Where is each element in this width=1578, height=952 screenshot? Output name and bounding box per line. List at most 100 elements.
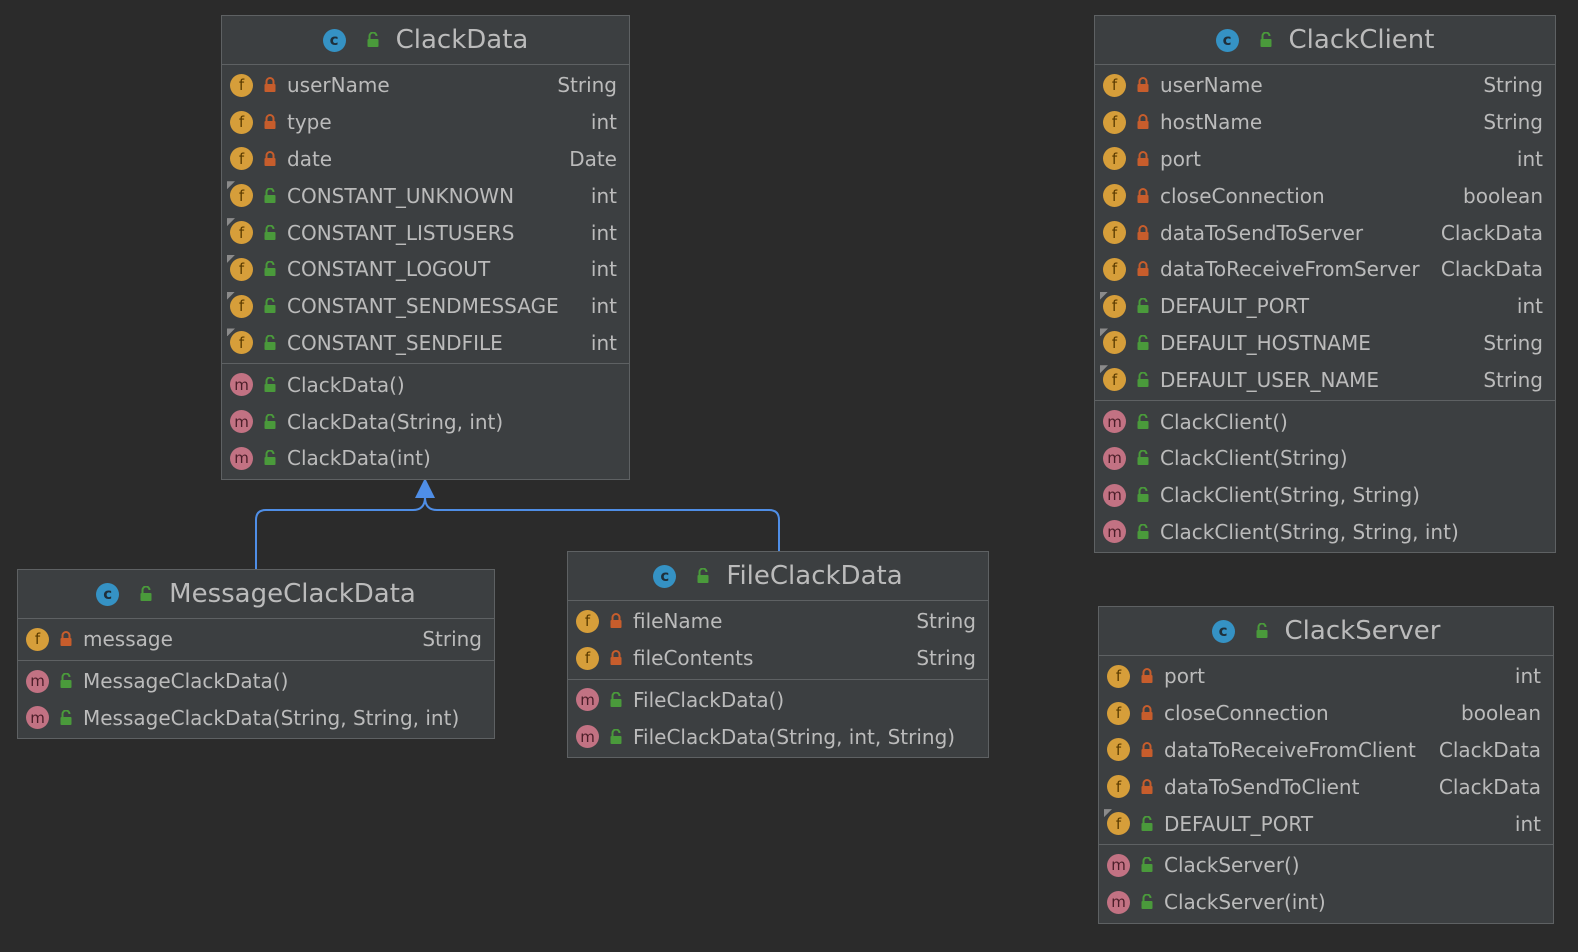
method-icon: m bbox=[1103, 410, 1126, 434]
field-type: int bbox=[1514, 811, 1541, 836]
private-lock-icon bbox=[610, 650, 622, 666]
private-lock-icon bbox=[60, 631, 72, 647]
static-field-icon: f bbox=[230, 184, 253, 208]
field-name: CONSTANT_LOGOUT bbox=[287, 257, 491, 282]
field-icon: f bbox=[26, 627, 49, 651]
field-name: CONSTANT_UNKNOWN bbox=[287, 183, 515, 208]
private-lock-icon bbox=[264, 114, 276, 130]
field-type: int bbox=[1514, 664, 1541, 689]
method-icon: m bbox=[1103, 520, 1126, 544]
public-lock-icon bbox=[264, 261, 276, 277]
field-name: DEFAULT_USER_NAME bbox=[1160, 367, 1380, 392]
field-type: ClackData bbox=[1438, 737, 1541, 762]
field-icon: f bbox=[1103, 184, 1126, 208]
field-icon: f bbox=[1107, 738, 1130, 762]
class-name: FileClackData bbox=[726, 561, 903, 591]
field-type: String bbox=[1483, 73, 1543, 98]
public-lock-icon bbox=[1137, 450, 1149, 466]
public-lock-icon bbox=[1141, 815, 1153, 831]
private-lock-icon bbox=[1141, 742, 1153, 757]
field-type: int bbox=[590, 294, 617, 319]
field-type: ClackData bbox=[1438, 774, 1541, 799]
method-name: ClackClient(String, String, int) bbox=[1160, 519, 1459, 544]
field-icon: f bbox=[1107, 775, 1130, 799]
class-name: ClackClient bbox=[1288, 25, 1435, 55]
public-lock-icon bbox=[1137, 487, 1149, 503]
field-icon: f bbox=[576, 609, 599, 633]
field-type: int bbox=[1516, 294, 1543, 319]
public-lock-icon bbox=[1141, 894, 1153, 910]
method-name: FileClackData(String, int, String) bbox=[633, 724, 956, 749]
method-name: ClackData(int) bbox=[287, 446, 431, 471]
field-name: hostName bbox=[1160, 110, 1263, 135]
private-lock-icon bbox=[1137, 77, 1149, 93]
method-name: MessageClackData() bbox=[83, 669, 289, 694]
method-row[interactable]: m ClackClient(String, String, int) bbox=[1095, 514, 1555, 551]
field-name: DEFAULT_HOSTNAME bbox=[1160, 330, 1371, 355]
field-name: dataToReceiveFromServer bbox=[1160, 257, 1420, 282]
field-icon: f bbox=[230, 73, 253, 97]
field-type: int bbox=[1516, 146, 1543, 171]
field-icon: f bbox=[1107, 664, 1130, 688]
public-lock-icon bbox=[264, 298, 276, 314]
public-lock-icon bbox=[610, 728, 622, 744]
field-type: int bbox=[590, 257, 617, 282]
static-field-icon: f bbox=[1103, 331, 1126, 355]
public-lock-icon bbox=[1137, 523, 1149, 539]
public-lock-icon bbox=[697, 568, 709, 583]
method-name: MessageClackData(String, String, int) bbox=[83, 705, 460, 730]
static-field-icon: f bbox=[1103, 368, 1126, 392]
field-type: String bbox=[1483, 110, 1543, 135]
field-type: int bbox=[590, 110, 617, 135]
